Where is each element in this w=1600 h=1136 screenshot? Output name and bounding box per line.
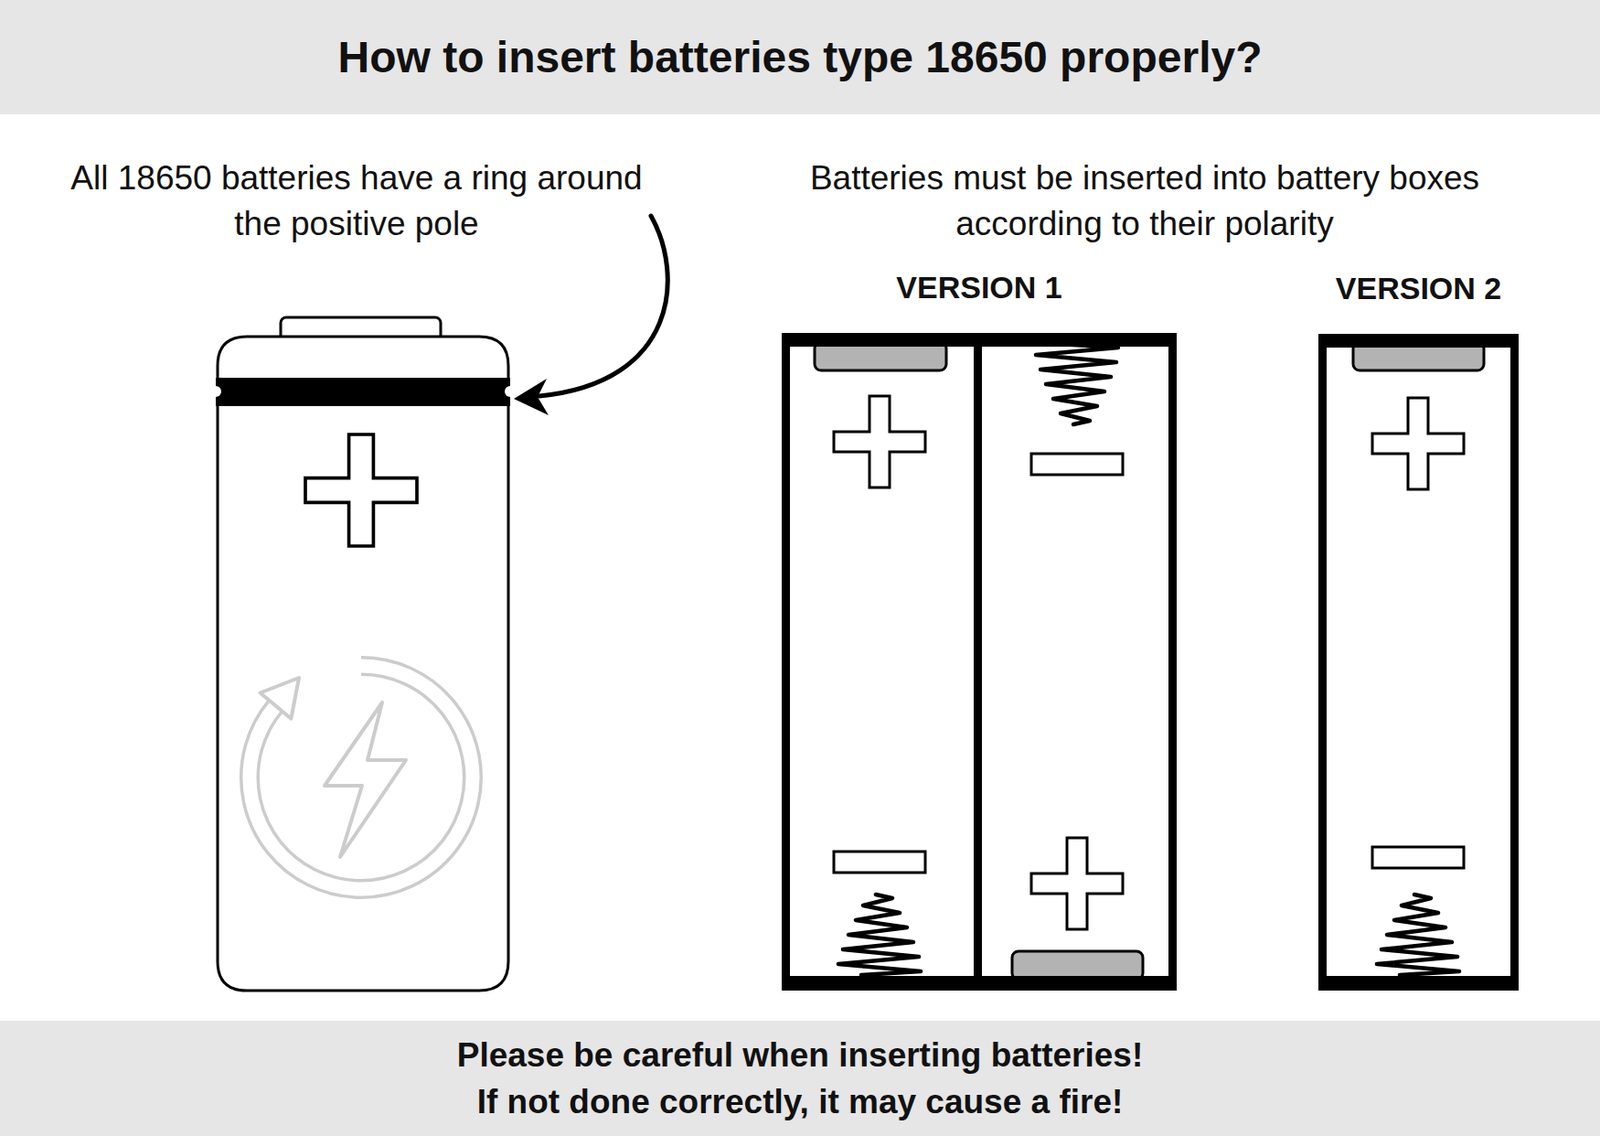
caption: Please be careful when inserting batteri… <box>205 1031 1395 1125</box>
spring <box>838 894 921 975</box>
title-band: How to insert batteries type 18650 prope… <box>0 0 1600 115</box>
spring <box>1376 894 1460 975</box>
leader-arrow <box>513 215 668 416</box>
note-label: All 18650 batteries have a ring around t… <box>64 155 650 247</box>
plus-sign <box>305 434 417 546</box>
version-heading: VERSION 1 <box>896 268 1062 306</box>
divider <box>973 332 982 991</box>
holder-contents <box>814 332 1143 991</box>
battery-body <box>217 336 509 991</box>
title: How to insert batteries type 18650 prope… <box>338 31 1263 85</box>
recharge-icon <box>249 665 473 889</box>
ring-notch <box>210 385 222 397</box>
holder-contents <box>1353 341 1484 975</box>
minus-sign <box>1031 453 1123 475</box>
spring <box>1035 343 1119 425</box>
battery-drawing <box>210 317 516 991</box>
battery-holder: VERSION 1 <box>781 332 1177 991</box>
plus-sign <box>1031 837 1123 929</box>
contact-plate <box>1012 950 1143 980</box>
minus-sign <box>1372 846 1464 868</box>
version-heading: VERSION 2 <box>1335 269 1502 307</box>
ring-notch <box>504 385 516 397</box>
battery-holder: VERSION 2 <box>1318 333 1519 991</box>
plus-sign <box>833 395 926 488</box>
minus-sign <box>833 851 926 873</box>
caption-band: Please be careful when inserting batteri… <box>0 1020 1600 1136</box>
battery-ring <box>215 377 511 406</box>
plus-sign <box>1372 397 1464 490</box>
note-label: Batteries must be inserted into battery … <box>742 155 1547 247</box>
